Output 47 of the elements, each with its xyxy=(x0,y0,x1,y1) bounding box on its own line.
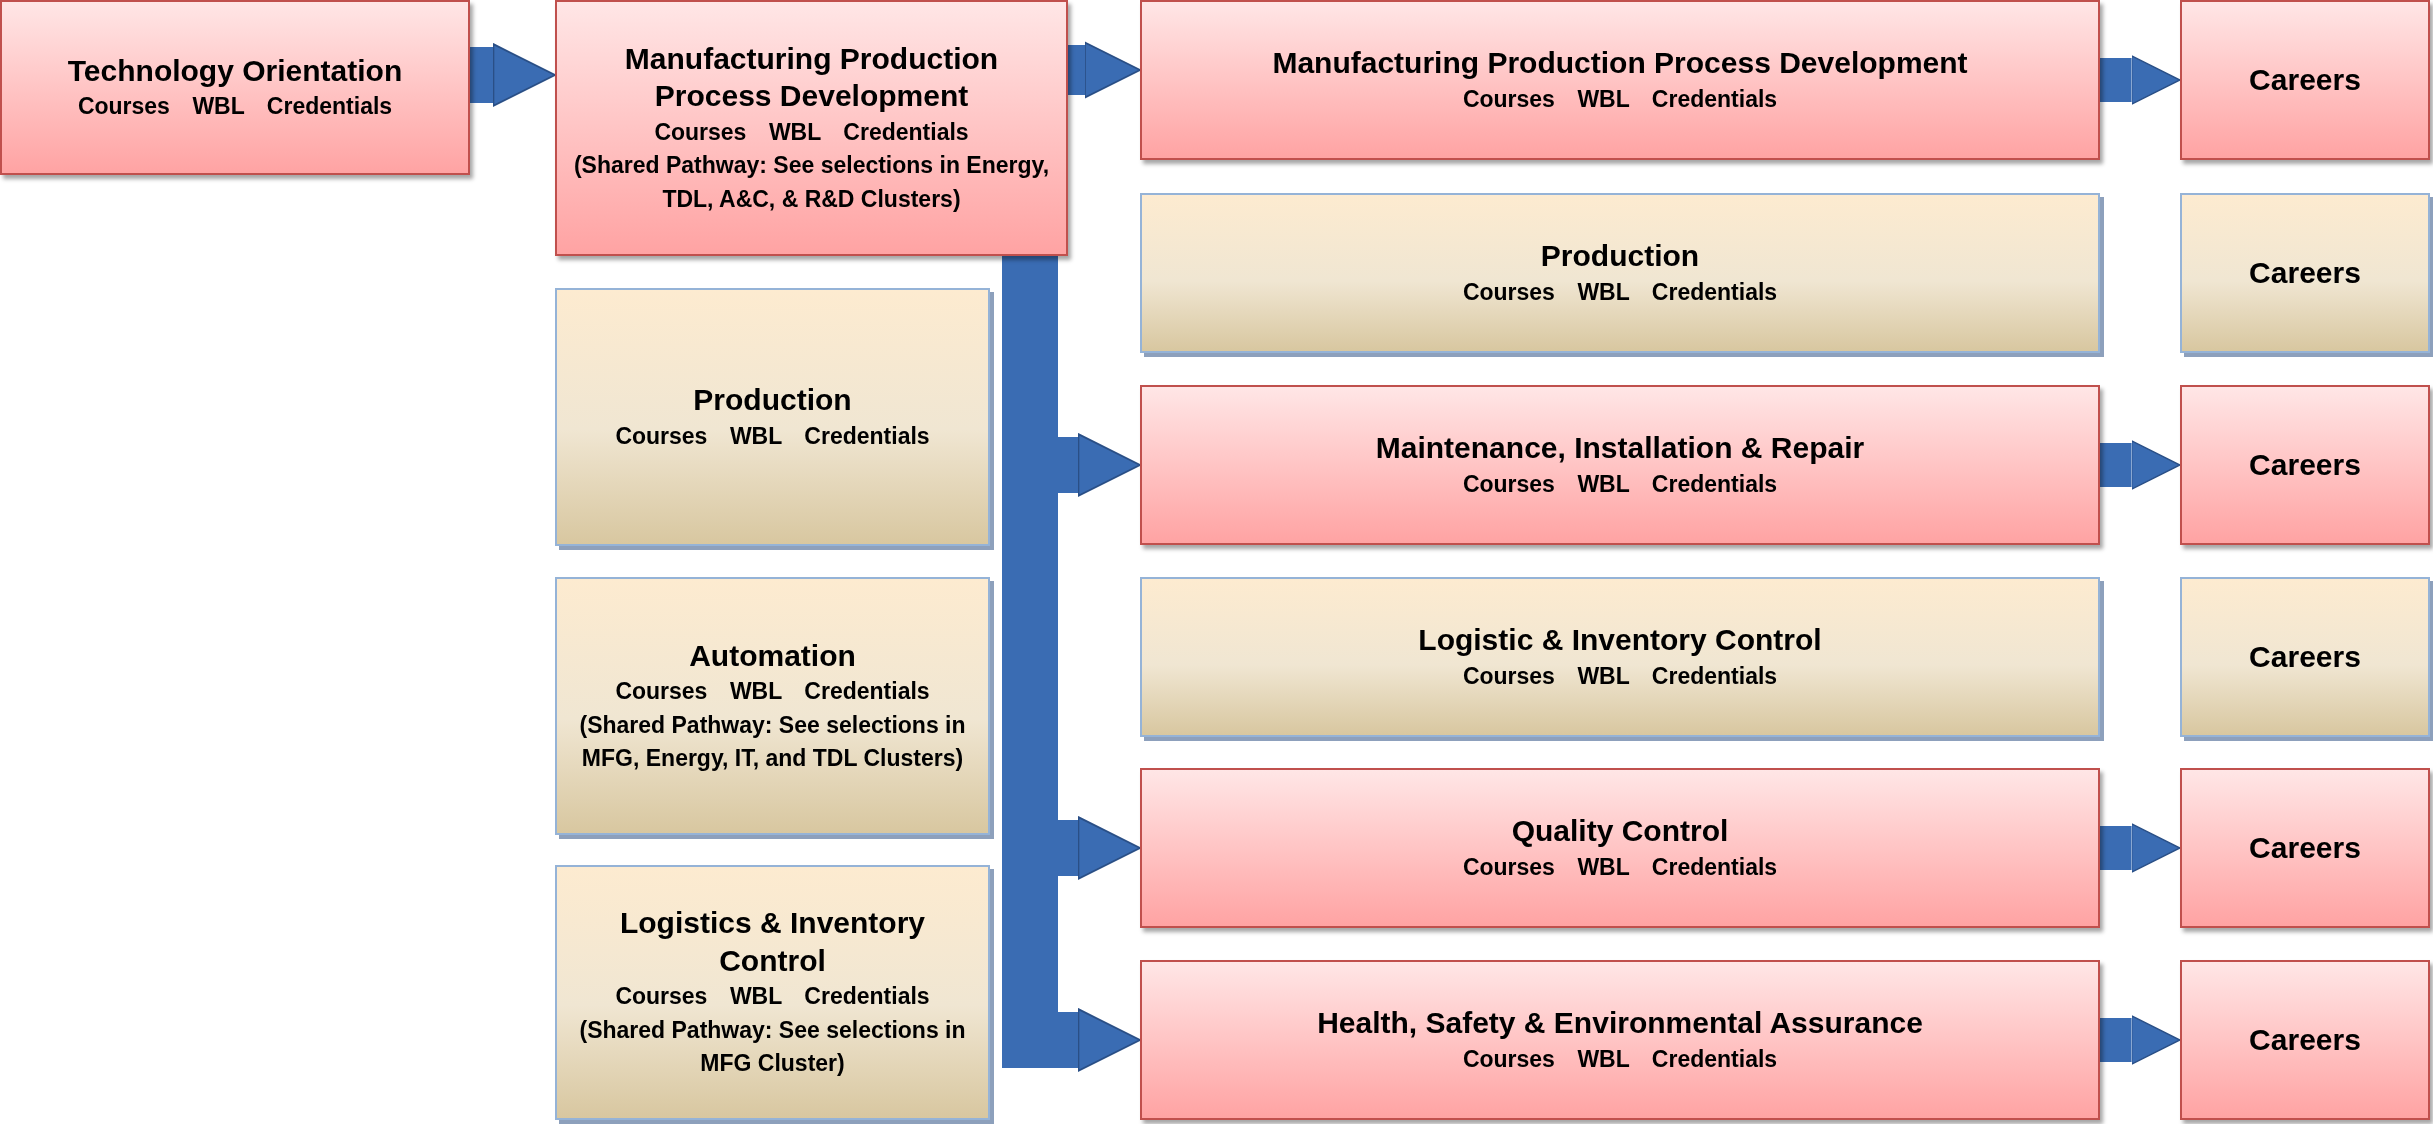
pathway-title: Careers xyxy=(2249,639,2361,676)
block-arrow xyxy=(470,43,556,107)
pathway-box xyxy=(0,0,470,175)
pathway-components: Courses WBL Credentials xyxy=(77,92,393,121)
pathway-title: Careers xyxy=(2249,1022,2361,1059)
career-box xyxy=(2180,0,2430,160)
pathway-components: Courses WBL Credentials xyxy=(1462,852,1778,882)
pathway-box xyxy=(1140,385,2100,545)
pathway-title: Health, Safety & Environmental Assurance xyxy=(1317,1005,1923,1041)
pathway-components: Courses WBL Credentials xyxy=(1462,84,1778,114)
pathway-box xyxy=(1140,960,2100,1120)
block-arrow xyxy=(2100,823,2181,873)
shared-pathway-note: (Shared Pathway: See selections in MFG Cluster) xyxy=(578,1015,967,1079)
pathway-title: Logistics & Inventory Control xyxy=(618,905,927,979)
block-arrow xyxy=(2100,55,2181,105)
pathway-title: Careers xyxy=(2249,255,2361,292)
pathway-title: Careers xyxy=(2249,62,2361,99)
pathway-title: Production xyxy=(693,382,852,418)
block-arrow xyxy=(2100,440,2181,490)
pathway-components: Courses WBL Credentials xyxy=(1462,1044,1778,1074)
block-arrow xyxy=(1068,41,1141,99)
pathway-title: Careers xyxy=(2249,830,2361,867)
pathway-components: Courses WBL Credentials xyxy=(1462,661,1778,691)
pathway-components: Courses WBL Credentials xyxy=(615,421,930,451)
pathway-components: Courses WBL Credentials xyxy=(654,117,969,147)
pathway-components: Courses WBL Credentials xyxy=(1462,469,1778,499)
pathway-components: Courses WBL Credentials xyxy=(615,982,930,1012)
pathway-title: Quality Control xyxy=(1511,813,1729,849)
pathway-title: Logistic & Inventory Control xyxy=(1418,622,1822,658)
pathway-title: Maintenance, Installation & Repair xyxy=(1375,430,1865,466)
pathway-components: Courses WBL Credentials xyxy=(1462,277,1778,307)
career-box xyxy=(2180,960,2430,1120)
pathway-title: Technology Orientation xyxy=(67,52,403,89)
pathway-box xyxy=(1140,768,2100,928)
pathway-title: Automation xyxy=(689,637,856,674)
career-box xyxy=(2180,385,2430,545)
pathway-title: Production xyxy=(1540,238,1700,274)
pathway-title: Careers xyxy=(2249,447,2361,484)
block-arrow xyxy=(2100,1015,2181,1065)
pathway-box xyxy=(555,0,1068,256)
shared-pathway-note: (Shared Pathway: See selections in Energy, TDL, A&C, & R&D Clusters) xyxy=(572,151,1051,214)
career-box xyxy=(2180,768,2430,928)
pathway-box xyxy=(1140,0,2100,160)
pathway-components: Courses WBL Credentials xyxy=(615,677,930,707)
shared-pathway-note: (Shared Pathway: See selections in MFG, Energy, IT, and TDL Clusters) xyxy=(578,710,967,773)
pathway-title: Manufacturing Production Process Development xyxy=(1272,45,1968,81)
pathway-title: Manufacturing Production Process Development xyxy=(623,40,1000,115)
